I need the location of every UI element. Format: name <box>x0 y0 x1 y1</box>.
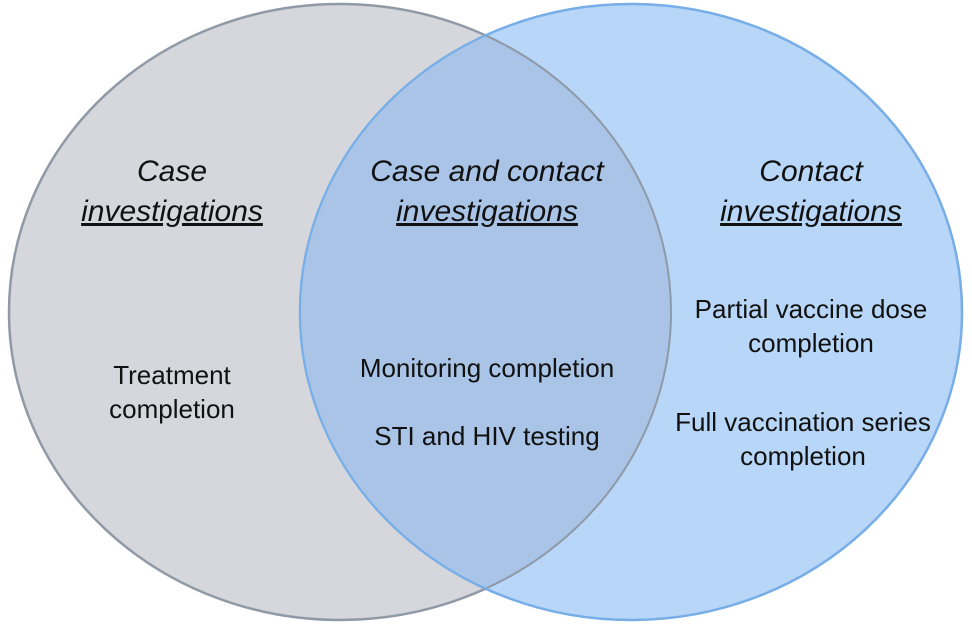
sti-hiv-testing-label: STI and HIV testing <box>374 421 600 451</box>
partial-vaccine-line2: completion <box>748 328 874 358</box>
overlap-region <box>300 4 671 620</box>
case-and-contact-heading: Case and contact investigations <box>347 152 627 232</box>
partial-vaccine-dose-label: Partial vaccine dose completion <box>661 292 961 360</box>
treatment-completion-label: Treatment completion <box>72 358 272 426</box>
case-investigations-heading: Case investigations <box>72 152 272 232</box>
overlap-heading-line2: investigations <box>396 195 578 228</box>
full-vaccination-line2: completion <box>740 441 866 471</box>
contact-investigations-outline <box>299 3 963 621</box>
treatment-line2: completion <box>109 394 235 424</box>
contact-heading-line2: investigations <box>720 195 902 228</box>
monitoring-completion-label: Monitoring completion <box>359 353 615 383</box>
contact-investigations-heading: Contact investigations <box>691 152 931 232</box>
case-heading-line2: investigations <box>81 195 263 228</box>
overlap-heading-line1: Case and contact <box>370 155 604 188</box>
treatment-line1: Treatment <box>113 360 231 390</box>
full-vaccination-series-label: Full vaccination series completion <box>653 405 953 473</box>
case-heading-line1: Case <box>136 155 208 188</box>
partial-vaccine-line1: Partial vaccine dose <box>694 294 928 324</box>
case-investigations-outline <box>8 3 672 621</box>
contact-heading-line1: Contact <box>759 155 863 188</box>
full-vaccination-line1: Full vaccination series <box>675 407 931 437</box>
